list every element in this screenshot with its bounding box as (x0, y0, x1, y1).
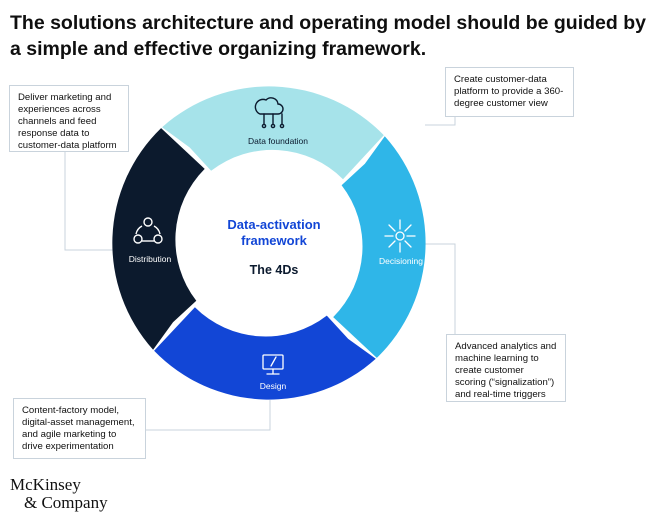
network-nodes-icon (133, 217, 163, 244)
callout-decisioning: Advanced analytics and machine learning … (446, 334, 566, 402)
center-subtitle: The 4Ds (250, 263, 299, 277)
callout-distribution: Deliver marketing and experiences across… (9, 85, 129, 152)
page-title: The solutions architecture and operating… (10, 12, 646, 60)
monitor-pen-icon (262, 354, 284, 375)
segment-distribution (112, 128, 205, 350)
connector-distribution (64, 152, 120, 251)
center-title-line2: framework (241, 233, 308, 248)
segment-design (154, 307, 376, 400)
label-decisioning: Decisioning (379, 256, 423, 266)
cloud-network-icon (254, 97, 285, 129)
segment-data-foundation (162, 86, 384, 180)
connector-design (146, 400, 271, 431)
label-data-foundation: Data foundation (248, 136, 308, 146)
label-design: Design (260, 381, 287, 391)
mckinsey-logo: McKinsey & Company (10, 476, 108, 512)
label-distribution: Distribution (129, 254, 172, 264)
logo-line2: & Company (24, 493, 108, 512)
arrows-out-icon (384, 219, 416, 253)
callout-data-foundation: Create customer-data platform to provide… (445, 67, 574, 117)
segment-decisioning (333, 136, 426, 358)
center-title-line1: Data-activation (227, 217, 320, 232)
callout-design: Content-factory model, digital-asset man… (13, 398, 146, 459)
logo-line1: McKinsey (10, 475, 81, 494)
connector-data (425, 117, 456, 126)
